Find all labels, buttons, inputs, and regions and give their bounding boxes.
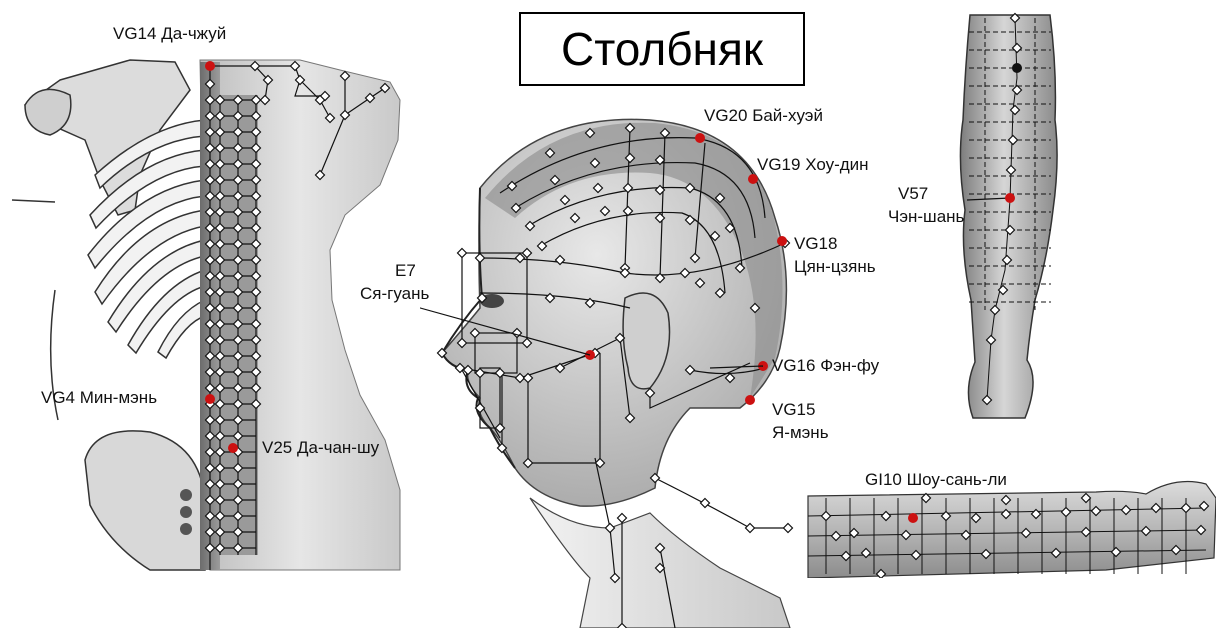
label-v57-name: Чэн-шань [888, 206, 964, 229]
arm-shape [808, 482, 1216, 578]
label-vg15: VG15 Я-мэнь [772, 399, 829, 445]
title-box: Столбняк [519, 12, 805, 86]
acupoint-marker [784, 524, 793, 533]
label-vg18: VG18 Цян-цзянь [794, 233, 876, 279]
label-vg4: VG4 Мин-мэнь [41, 389, 157, 406]
label-vg18-code: VG18 [794, 233, 876, 256]
point-vg18[interactable] [777, 236, 787, 246]
label-vg15-code: VG15 [772, 399, 829, 422]
label-e7-name: Ся-гуань [360, 283, 429, 306]
label-vg20: VG20 Бай-хуэй [704, 107, 823, 124]
point-vg15[interactable] [745, 395, 755, 405]
torso-outline-left [12, 200, 58, 420]
point-v57[interactable] [1005, 193, 1015, 203]
acupoint-marker [458, 249, 467, 258]
label-v25: V25 Да-чан-шу [262, 439, 379, 456]
sacral-hole [180, 489, 192, 501]
sacral-hole [180, 506, 192, 518]
point-gi10[interactable] [908, 513, 918, 523]
sacral-hole [180, 523, 192, 535]
label-gi10: GI10 Шоу-сань-ли [865, 471, 1007, 488]
acupoint-marker [746, 524, 755, 533]
label-e7-code: E7 [389, 260, 429, 283]
acupoint-marker [618, 514, 627, 523]
label-vg16: VG16 Фэн-фу [772, 357, 879, 374]
point-vg19[interactable] [748, 174, 758, 184]
label-vg18-name: Цян-цзянь [794, 256, 876, 279]
leg-figure [955, 10, 1075, 430]
point-vg20[interactable] [695, 133, 705, 143]
label-e7: E7 Ся-гуань [389, 260, 429, 306]
label-vg14: VG14 Да-чжуй [113, 25, 226, 42]
label-v57: V57 Чэн-шань [888, 183, 964, 229]
arm-figure [806, 478, 1216, 578]
point-v25[interactable] [228, 443, 238, 453]
label-vg15-name: Я-мэнь [772, 422, 829, 445]
page-title: Столбняк [561, 26, 763, 72]
point-vg4[interactable] [205, 394, 215, 404]
point-vg14[interactable] [205, 61, 215, 71]
acupoint-marker [701, 499, 710, 508]
label-v57-code: V57 [888, 183, 964, 206]
label-vg19: VG19 Хоу-дин [757, 156, 869, 173]
leg-black-point [1012, 63, 1022, 73]
